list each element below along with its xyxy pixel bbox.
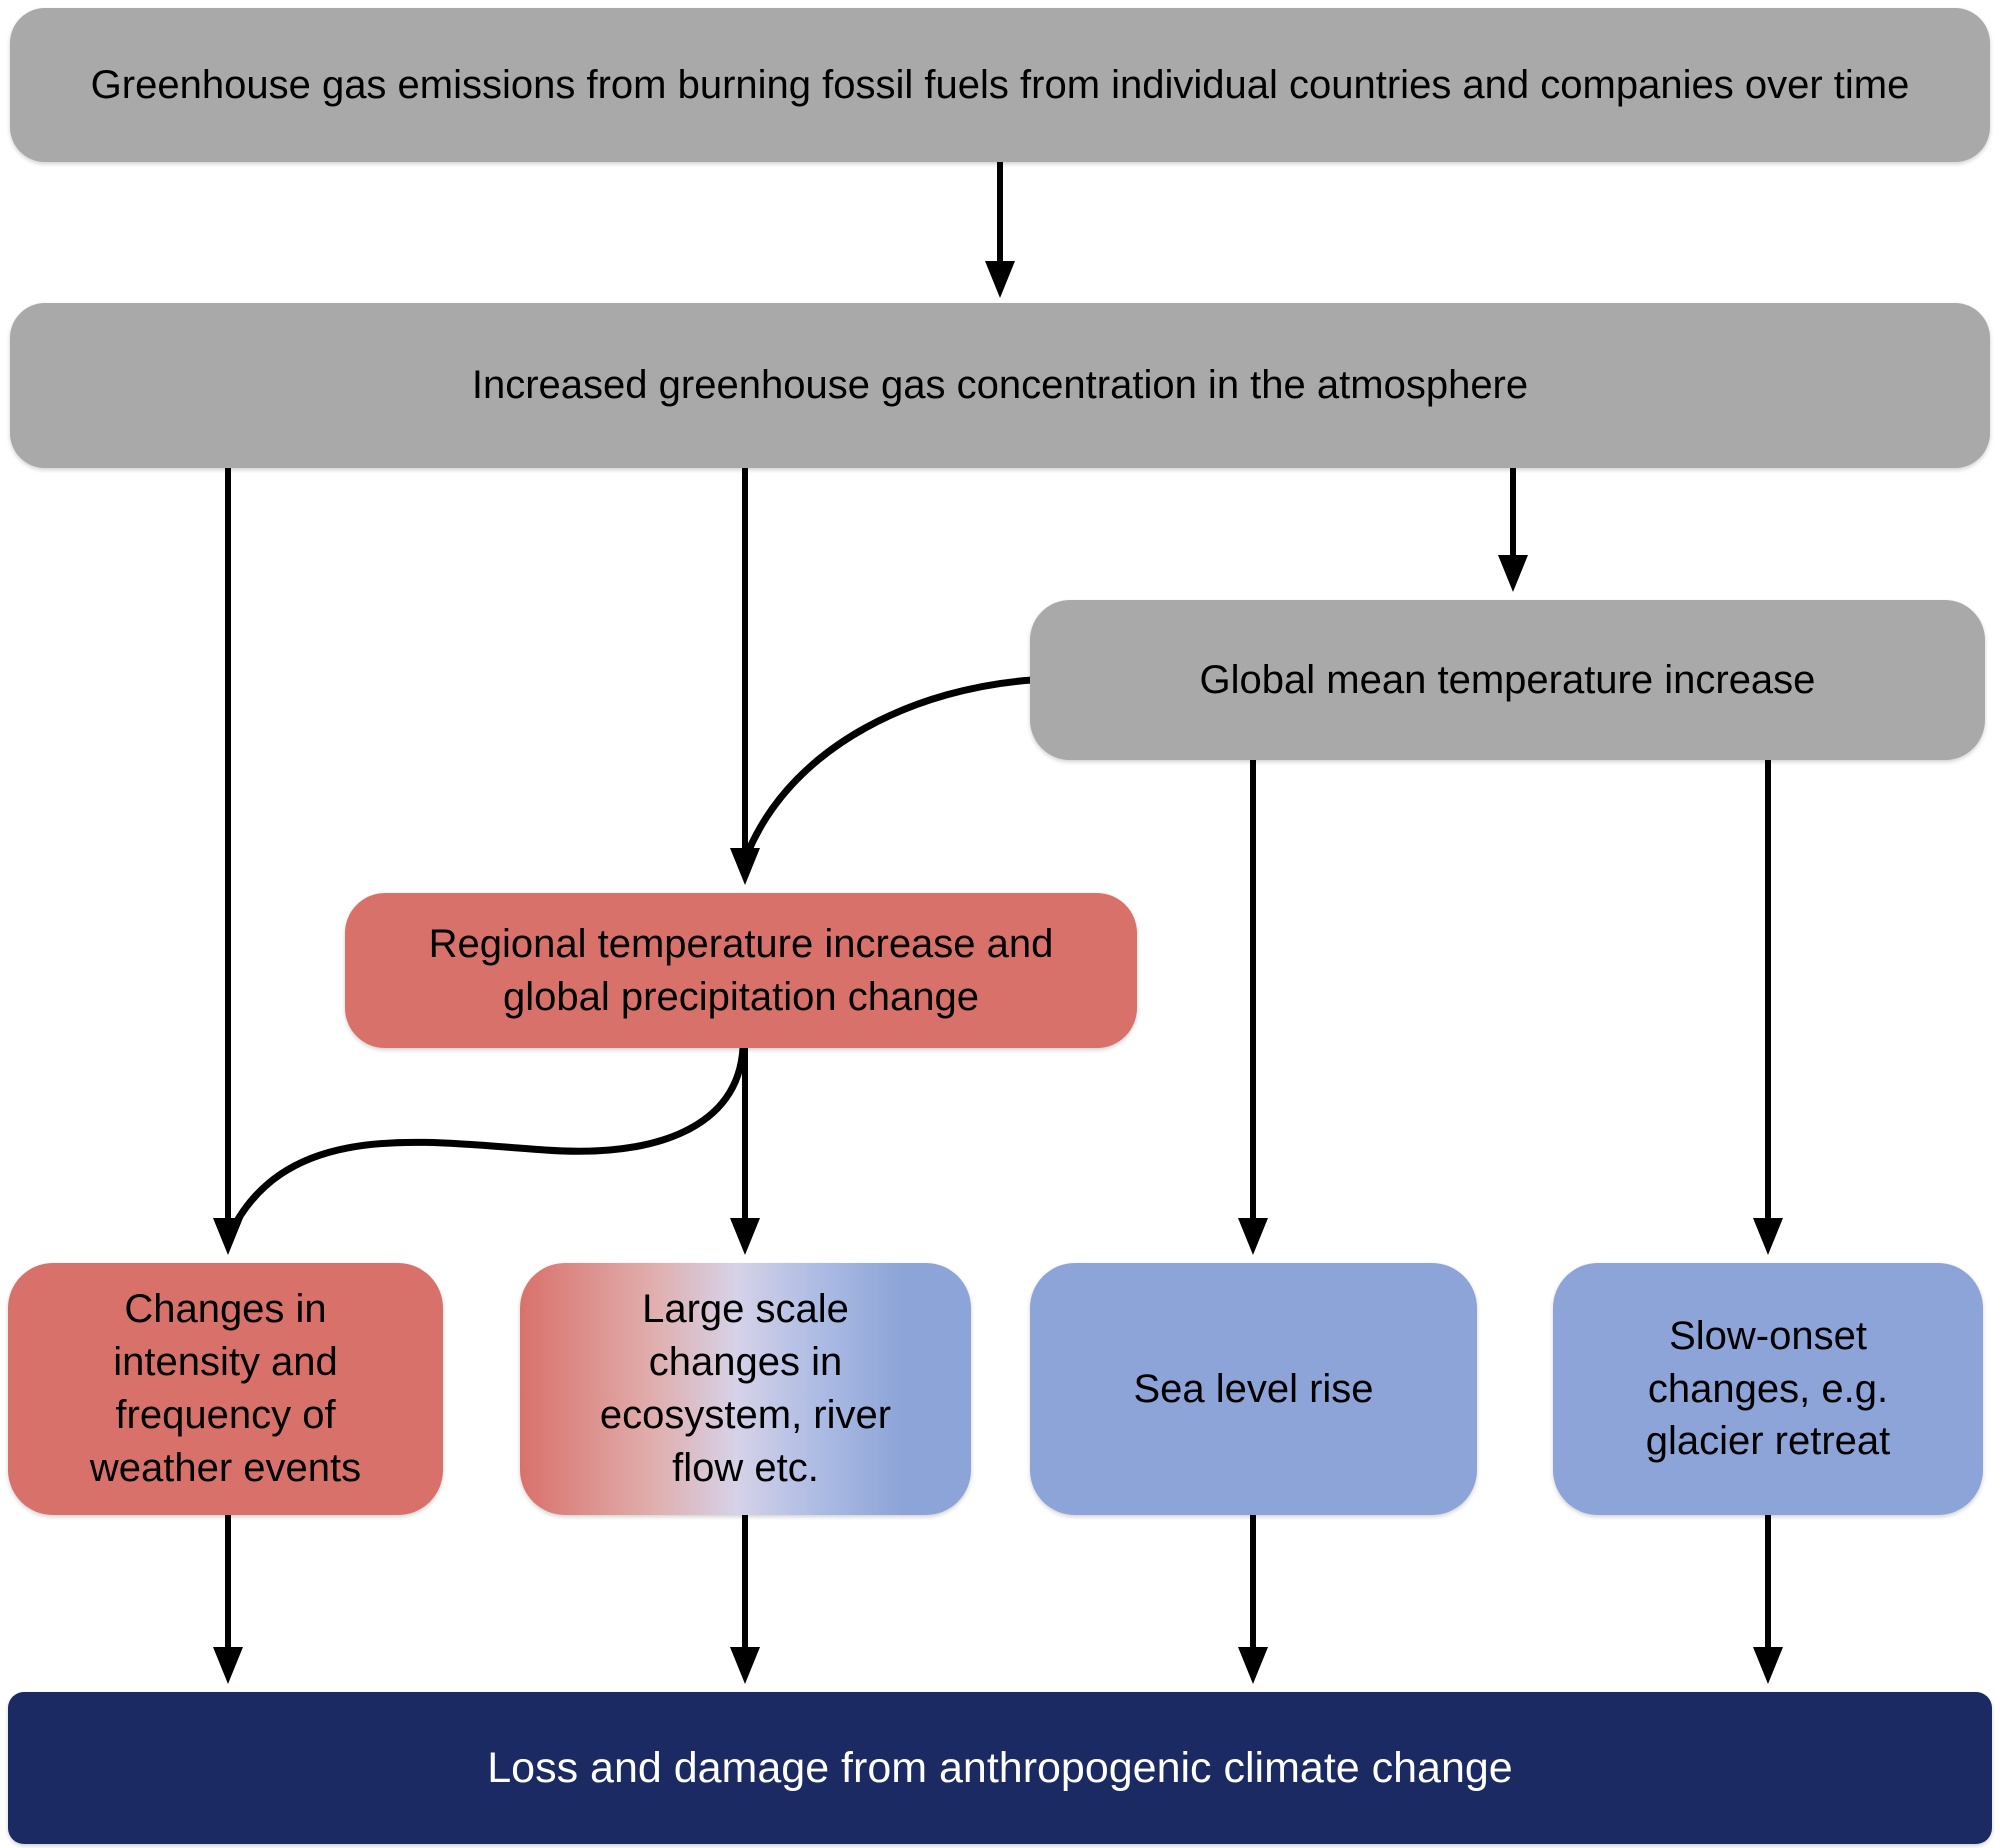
node-weather-events-label: Changes in intensity and frequency of we… [89, 1287, 362, 1490]
node-ecosystem-changes: Large scale changes in ecosystem, river … [520, 1263, 971, 1515]
node-ghg-concentration: Increased greenhouse gas concentration i… [10, 303, 1990, 468]
node-regional-temperature-label: Regional temperature increase and global… [428, 921, 1054, 1019]
node-slow-onset-changes-label: Slow-onset changes, e.g. glacier retreat [1645, 1313, 1891, 1464]
edge-globaltemp-regional-curve [744, 676, 1033, 854]
node-weather-events: Changes in intensity and frequency of we… [8, 1263, 443, 1515]
node-loss-and-damage: Loss and damage from anthropogenic clima… [8, 1692, 1992, 1844]
node-ghg-emissions: Greenhouse gas emissions from burning fo… [10, 8, 1990, 162]
node-sea-level-rise: Sea level rise [1030, 1263, 1477, 1515]
node-loss-and-damage-label: Loss and damage from anthropogenic clima… [487, 1743, 1513, 1792]
node-global-mean-temperature: Global mean temperature increase [1030, 600, 1985, 760]
node-ghg-emissions-label: Greenhouse gas emissions from burning fo… [90, 62, 1910, 107]
node-slow-onset-changes: Slow-onset changes, e.g. glacier retreat [1553, 1263, 1983, 1515]
edge-regional-weather-curve [227, 1047, 747, 1234]
node-ecosystem-changes-label: Large scale changes in ecosystem, river … [599, 1287, 892, 1490]
node-regional-temperature: Regional temperature increase and global… [345, 893, 1137, 1048]
node-ghg-concentration-label: Increased greenhouse gas concentration i… [471, 363, 1529, 408]
node-global-mean-temperature-label: Global mean temperature increase [1199, 657, 1816, 702]
node-sea-level-rise-label: Sea level rise [1133, 1366, 1374, 1411]
